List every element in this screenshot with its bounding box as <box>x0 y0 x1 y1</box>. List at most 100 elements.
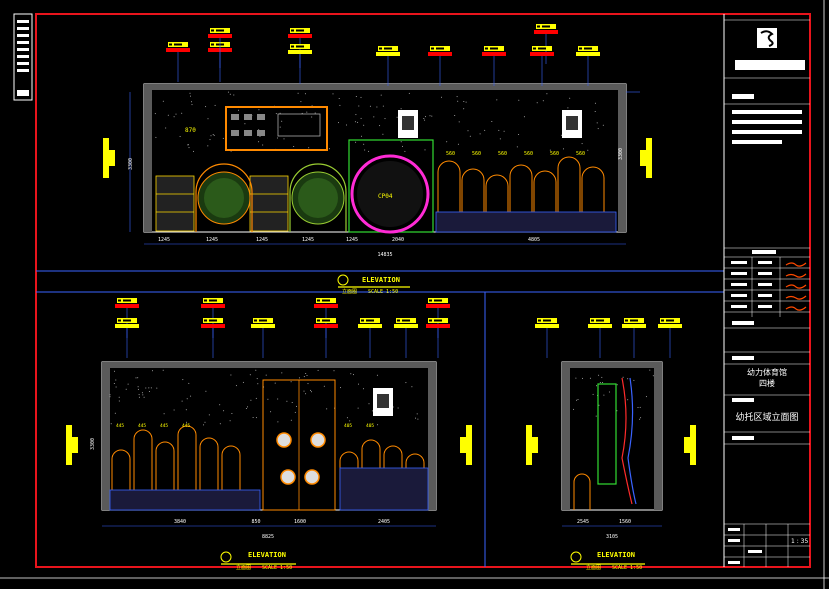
star-dot <box>148 391 150 392</box>
star-dot <box>346 417 348 419</box>
star-dot <box>417 418 419 420</box>
star-dot <box>245 408 247 409</box>
star-dot <box>332 93 334 95</box>
star-dot <box>279 126 281 128</box>
top-height-dimension: 3300 <box>128 158 134 170</box>
star-dot <box>424 119 426 121</box>
star-dot <box>415 417 416 419</box>
star-dot <box>135 377 137 379</box>
star-dot <box>229 420 231 422</box>
star-dot <box>569 97 571 99</box>
star-dot <box>255 369 257 371</box>
drawing-title: 幼托区域立面图 <box>735 411 798 423</box>
star-dot <box>283 138 285 140</box>
window-frame <box>597 383 617 485</box>
star-dot <box>244 123 246 125</box>
arch <box>485 174 509 212</box>
star-dot <box>110 423 112 425</box>
star-dot <box>115 379 117 381</box>
star-dot <box>567 107 569 109</box>
star-dot <box>599 382 601 383</box>
star-dot <box>150 387 152 389</box>
star-dot <box>203 424 205 426</box>
star-dot <box>363 124 365 126</box>
star-dot <box>242 381 244 383</box>
star-dot <box>291 402 293 403</box>
star-dot <box>270 411 272 413</box>
star-dot <box>465 101 467 103</box>
star-dot <box>162 369 164 371</box>
arch <box>111 449 131 490</box>
elevation-sub-br: 立面图 <box>586 564 601 571</box>
star-dot <box>384 118 386 120</box>
project-name-line1: 幼力体育馆 <box>747 367 787 377</box>
star-dot <box>595 415 597 417</box>
star-dot <box>286 400 288 402</box>
star-dot <box>191 104 193 106</box>
star-dot <box>372 410 374 412</box>
star-dot <box>404 150 406 152</box>
circular-portal <box>350 154 430 234</box>
material-tag <box>251 318 275 358</box>
star-dot <box>114 412 116 414</box>
top-dimension-label: 1245 <box>302 237 314 243</box>
title-block: 幼力体育馆 四楼 幼托区域立面图 1 : 35 <box>724 19 810 567</box>
star-dot <box>207 145 209 147</box>
material-tag <box>394 318 418 358</box>
star-dot <box>597 128 599 130</box>
star-dot <box>163 413 165 415</box>
elevation-scale-bl: SCALE 1:50 <box>262 565 292 571</box>
material-tag <box>201 318 225 358</box>
star-dot <box>463 101 465 102</box>
star-dot <box>281 120 283 122</box>
star-dot <box>227 91 229 93</box>
star-dot <box>155 136 157 138</box>
material-tag <box>530 46 554 86</box>
material-tag <box>482 46 506 86</box>
star-dot <box>441 96 442 98</box>
star-dot <box>536 102 538 104</box>
material-callouts <box>115 24 682 358</box>
star-dot <box>113 383 115 384</box>
shelf-unit-left <box>155 175 289 232</box>
star-dot <box>305 393 307 395</box>
star-dot <box>373 116 375 118</box>
star-dot <box>290 381 292 383</box>
material-tag <box>288 44 312 84</box>
star-dot <box>454 115 456 116</box>
star-dot <box>277 421 279 423</box>
star-dot <box>546 93 548 95</box>
elevation-heading-bl: ELEVATION <box>248 551 286 559</box>
elevation-heading-top: ELEVATION <box>362 276 400 284</box>
top-dimension-label: 1245 <box>206 237 218 243</box>
star-dot <box>181 112 183 114</box>
scale-value: 1 : 35 <box>791 538 808 545</box>
star-dot <box>137 377 139 379</box>
elevation-title-top: ELEVATION 立面图 SCALE 1:50 <box>337 274 410 295</box>
star-dot <box>223 410 225 412</box>
star-dot <box>560 134 562 136</box>
arch-width-label: 405 <box>366 423 374 429</box>
star-dot <box>255 397 257 399</box>
panel-dimension: 870 <box>185 127 196 134</box>
top-dimension-label: 4805 <box>528 237 540 243</box>
arch <box>361 439 381 490</box>
star-dot <box>162 100 164 102</box>
bottom-left-total-dimension: 8825 <box>262 534 274 540</box>
star-dot <box>596 385 597 387</box>
star-dot <box>188 147 190 149</box>
balloon-decor <box>276 432 326 485</box>
star-dot <box>458 121 460 123</box>
elevation-scale-br: SCALE 1:50 <box>612 565 642 571</box>
star-dot <box>594 102 596 104</box>
star-dot <box>397 407 399 409</box>
bottom-left-dimension-label: 2405 <box>378 519 390 525</box>
star-dot <box>300 101 302 103</box>
star-dot <box>376 374 378 376</box>
material-tag <box>658 318 682 358</box>
star-dot <box>152 370 153 372</box>
star-dot <box>498 129 500 131</box>
star-dot <box>523 116 525 118</box>
curtain <box>621 377 633 505</box>
star-dot <box>274 382 276 384</box>
